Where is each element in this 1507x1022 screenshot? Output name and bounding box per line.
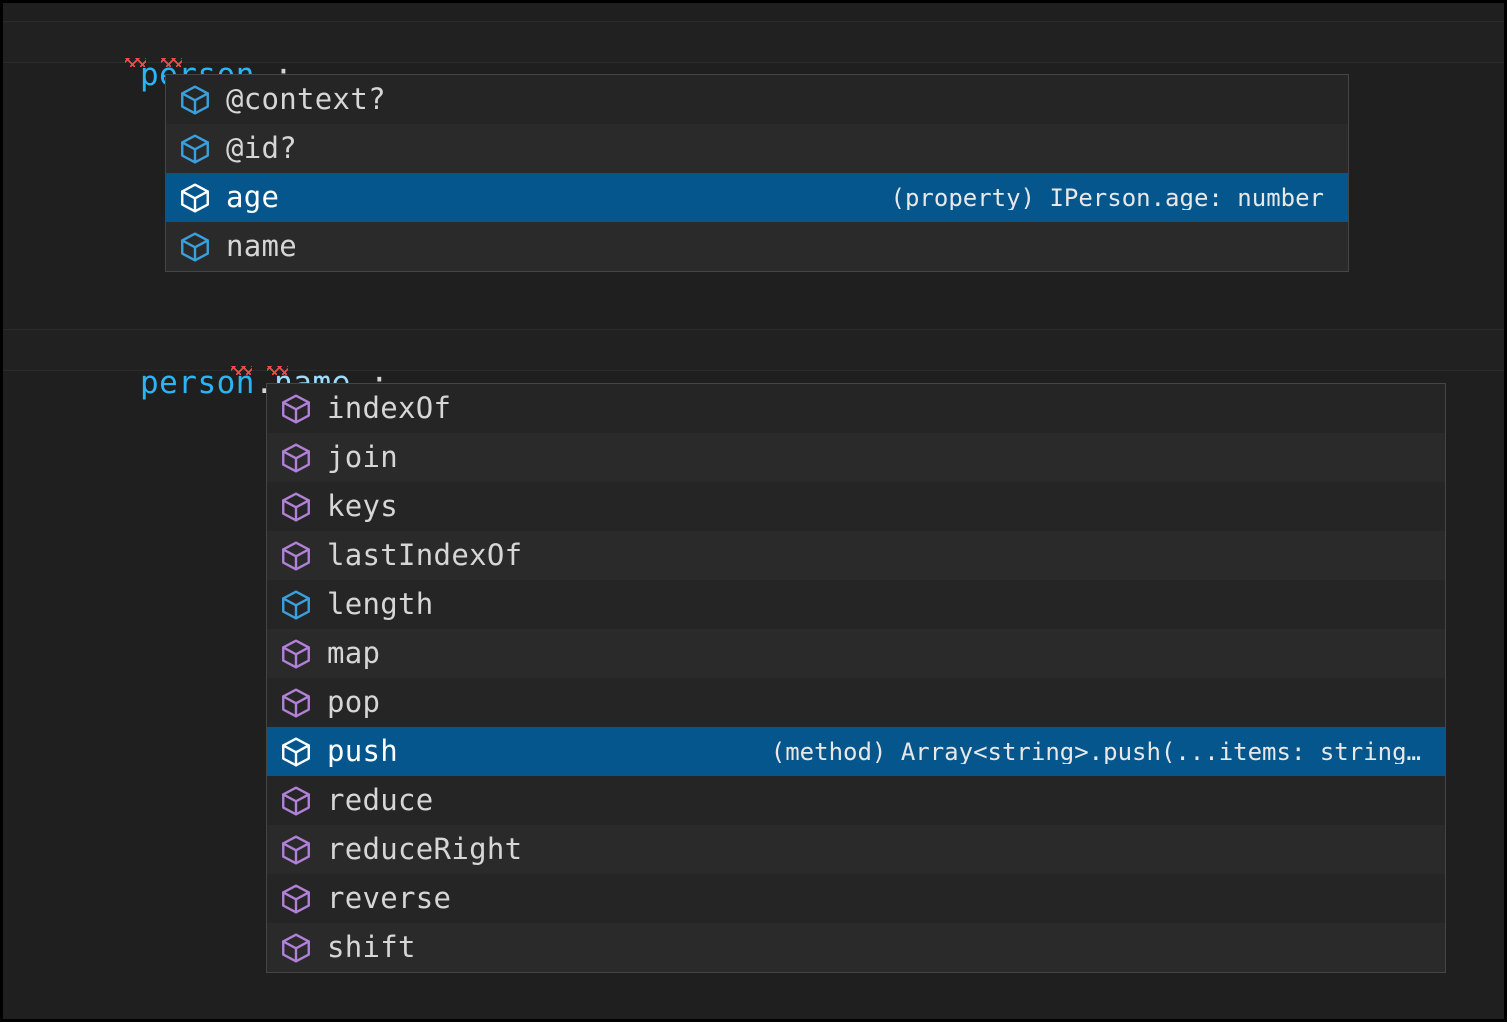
method-cube-icon <box>282 932 310 963</box>
suggest-item-label: @id? <box>226 131 298 165</box>
suggest-item[interactable]: shift <box>267 923 1445 972</box>
suggest-item[interactable]: @id? <box>166 124 1348 173</box>
error-squiggle-line-2b <box>267 366 288 375</box>
suggest-item[interactable]: reduceRight <box>267 825 1445 874</box>
method-cube-icon <box>282 736 310 767</box>
suggest-item-label: name <box>226 229 298 263</box>
suggest-item[interactable]: join <box>267 433 1445 482</box>
suggest-item[interactable]: map <box>267 629 1445 678</box>
suggest-item-label: reduceRight <box>327 832 523 866</box>
method-cube-icon <box>282 834 310 865</box>
method-cube-icon <box>282 785 310 816</box>
suggest-item-label: lastIndexOf <box>327 538 523 572</box>
suggest-item-label: length <box>327 587 434 621</box>
suggest-item[interactable]: @context? <box>166 75 1348 124</box>
code-editor-surface[interactable]: person.; person.name.; @context?@id?age(… <box>3 3 1504 1019</box>
property-cube-icon <box>181 231 209 262</box>
error-squiggle-line-1b <box>161 58 182 67</box>
suggest-item-label: keys <box>327 489 399 523</box>
suggest-item[interactable]: lastIndexOf <box>267 531 1445 580</box>
error-squiggle-line-2 <box>231 366 252 375</box>
suggest-item[interactable]: reverse <box>267 874 1445 923</box>
method-cube-icon <box>282 638 310 669</box>
error-squiggle-line-1 <box>125 58 146 67</box>
property-cube-icon <box>181 182 209 213</box>
suggest-item-label: @context? <box>226 82 386 116</box>
suggest-item-label: pop <box>327 685 381 719</box>
suggest-item-label: map <box>327 636 381 670</box>
suggest-item[interactable]: length <box>267 580 1445 629</box>
method-cube-icon <box>282 883 310 914</box>
method-cube-icon <box>282 491 310 522</box>
property-cube-icon <box>181 133 209 164</box>
suggest-item-label: shift <box>327 930 416 964</box>
method-cube-icon <box>282 393 310 424</box>
suggest-item-detail: (method) Array<string>.push(...items: st… <box>770 739 1421 764</box>
suggest-item[interactable]: keys <box>267 482 1445 531</box>
property-cube-icon <box>282 589 310 620</box>
active-line-band-1 <box>3 21 1504 63</box>
suggest-item[interactable]: age (property) IPerson.age: number <box>166 173 1348 222</box>
suggest-item-label: push <box>327 734 399 768</box>
suggest-item[interactable]: push (method) Array<string>.push(...items… <box>267 727 1445 776</box>
active-line-band-2 <box>3 329 1504 371</box>
suggest-item-detail: (property) IPerson.age: number <box>890 185 1324 210</box>
method-cube-icon <box>282 687 310 718</box>
suggest-item[interactable]: indexOf <box>267 384 1445 433</box>
suggest-widget-person-name[interactable]: indexOf join keys lastIndexOf length map pop pu… <box>266 383 1446 973</box>
suggest-item[interactable]: name <box>166 222 1348 271</box>
method-cube-icon <box>282 540 310 571</box>
method-cube-icon <box>282 442 310 473</box>
suggest-item-label: age <box>226 180 280 214</box>
suggest-item-label: indexOf <box>327 391 452 425</box>
suggest-item-label: reverse <box>327 881 452 915</box>
suggest-widget-person[interactable]: @context? @id? age (property) IPerson.age: … <box>165 74 1349 272</box>
suggest-item-label: reduce <box>327 783 434 817</box>
property-cube-icon <box>181 84 209 115</box>
suggest-item[interactable]: pop <box>267 678 1445 727</box>
suggest-item-label: join <box>327 440 399 474</box>
suggest-item[interactable]: reduce <box>267 776 1445 825</box>
